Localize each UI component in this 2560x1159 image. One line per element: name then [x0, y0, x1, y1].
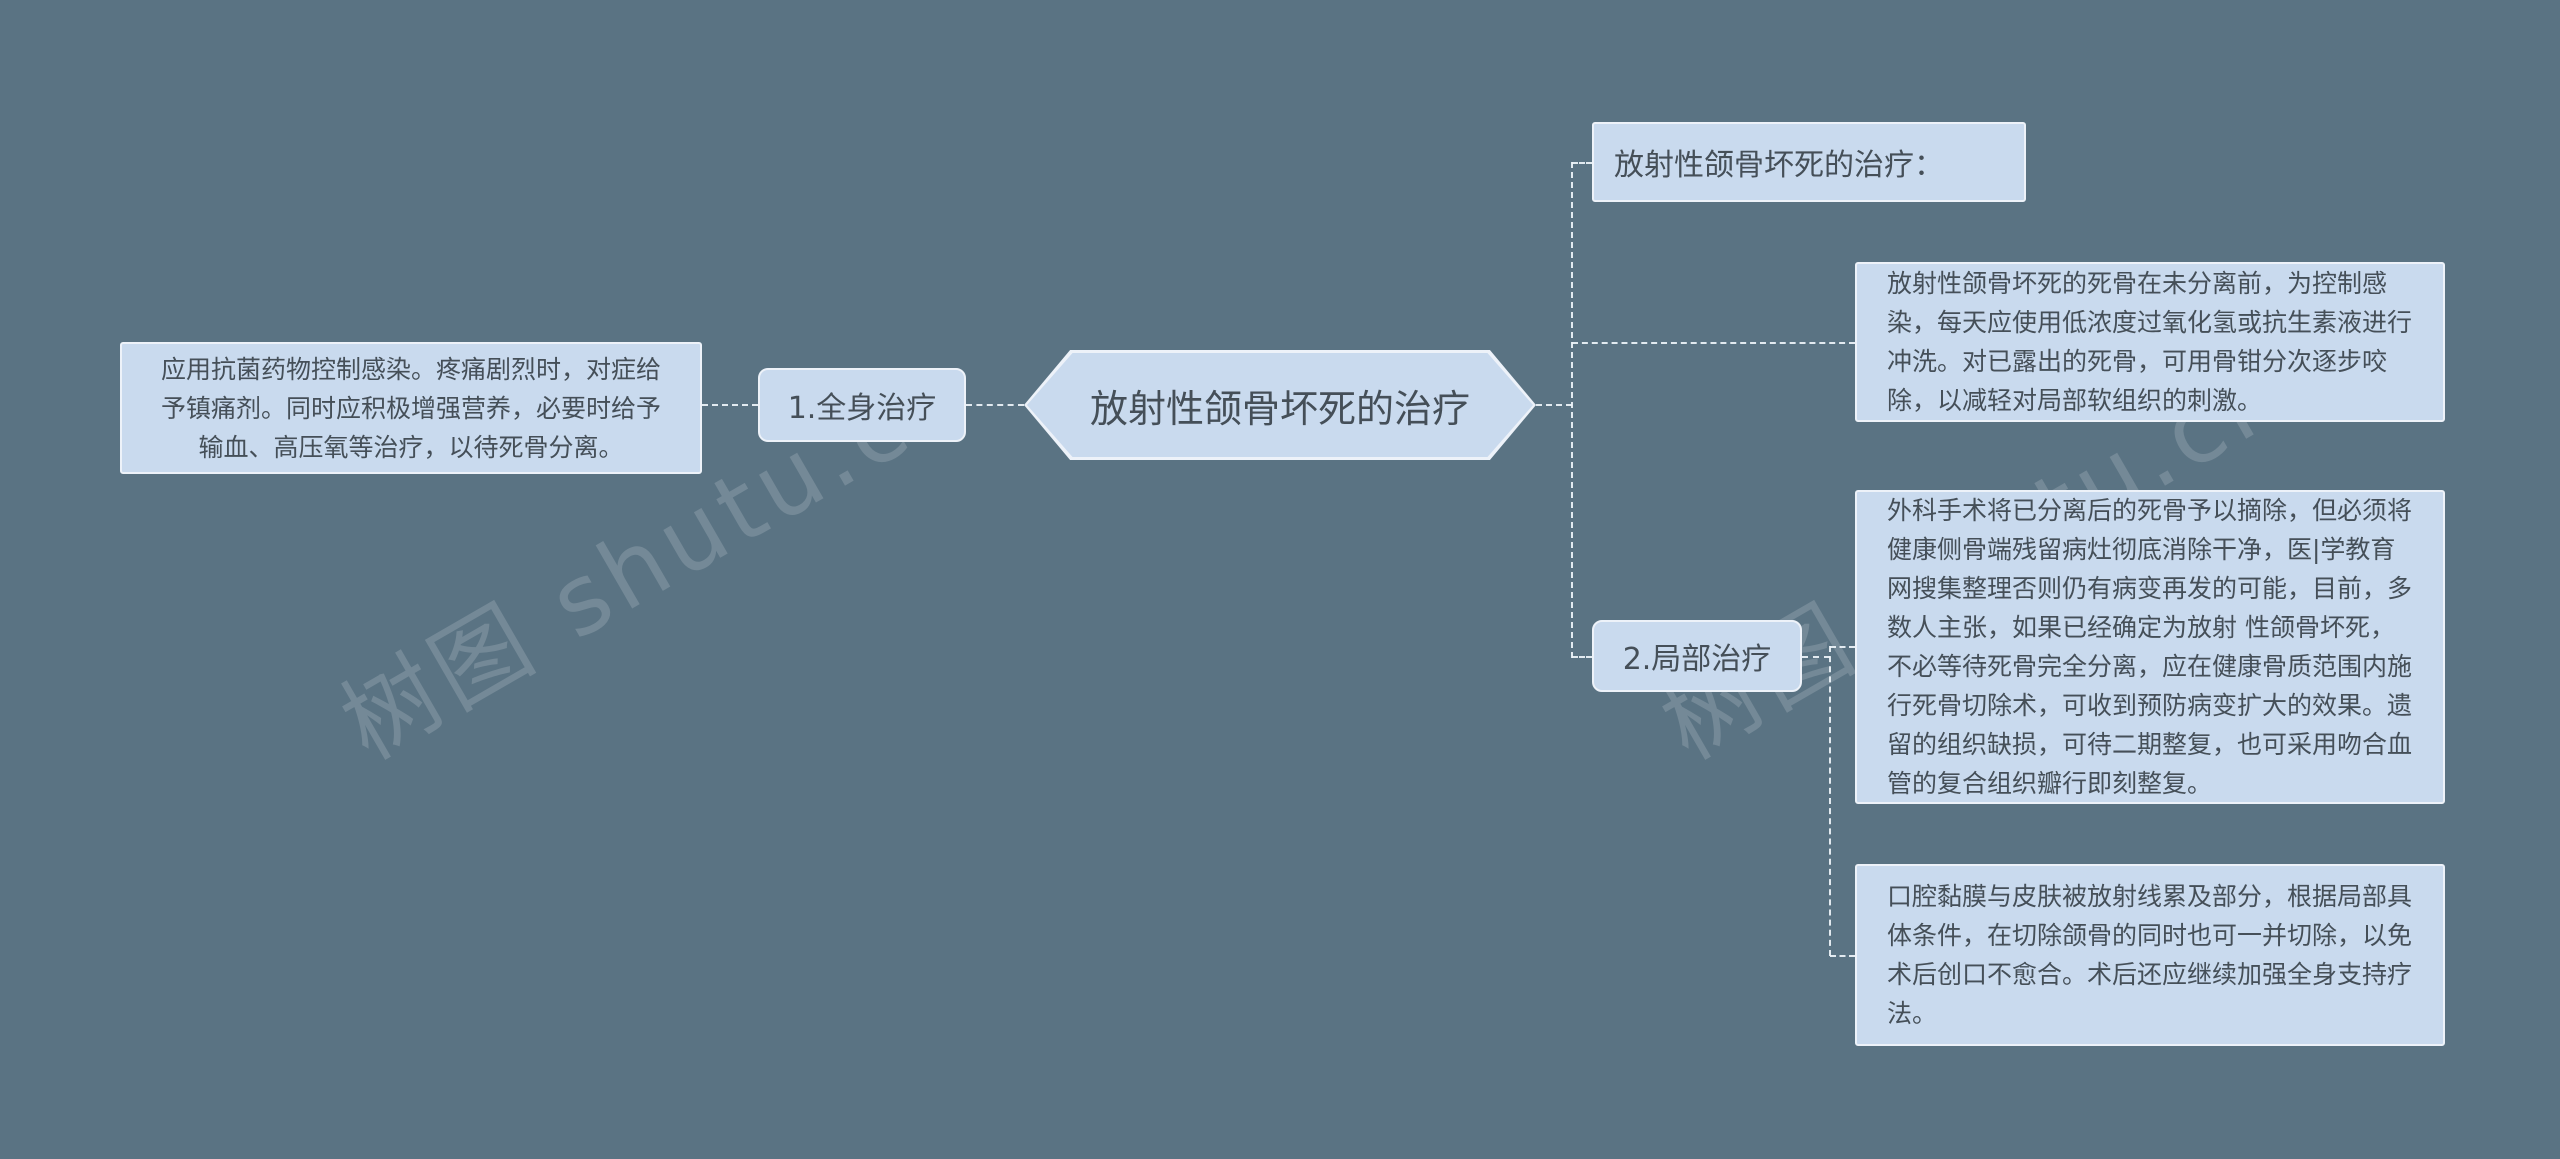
connector-spine-to-box1	[1572, 342, 1855, 344]
irrigation-detail-text: 放射性颌骨坏死的死骨在未分离前，为控制感染，每天应使用低浓度过氧化氢或抗生素液进…	[1887, 269, 2413, 415]
mucosa-skin-detail-box: 口腔黏膜与皮肤被放射线累及部分，根据局部具体条件，在切除颌骨的同时也可一并切除，…	[1855, 864, 2445, 1046]
connector-systemic-to-center	[966, 404, 1024, 406]
connector-spine-to-local	[1572, 656, 1592, 658]
center-topic-node-fill	[1027, 353, 1533, 457]
right-branch-header-text: 放射性颌骨坏死的治疗：	[1614, 148, 1944, 183]
systemic-treatment-detail-box: 应用抗菌药物控制感染。疼痛剧烈时，对症给予镇痛剂。同时应积极增强营养，必要时给予…	[120, 342, 702, 474]
connector-local-to-riser	[1802, 656, 1830, 658]
connector-center-to-spine	[1536, 404, 1572, 406]
node-local-treatment-label: 2.局部治疗	[1622, 642, 1772, 677]
connector-local-riser-vertical	[1829, 646, 1831, 956]
connector-right-spine	[1571, 162, 1573, 658]
node-local-treatment: 2.局部治疗	[1592, 620, 1802, 692]
connector-spine-to-header	[1572, 162, 1592, 164]
mucosa-skin-detail-text: 口腔黏膜与皮肤被放射线累及部分，根据局部具体条件，在切除颌骨的同时也可一并切除，…	[1887, 882, 2413, 1028]
node-systemic-treatment: 1.全身治疗	[758, 368, 966, 442]
right-branch-header-box: 放射性颌骨坏死的治疗：	[1592, 122, 2026, 202]
connector-leftdetail-to-systemic	[702, 404, 758, 406]
node-systemic-treatment-label: 1.全身治疗	[787, 391, 937, 426]
irrigation-detail-box: 放射性颌骨坏死的死骨在未分离前，为控制感染，每天应使用低浓度过氧化氢或抗生素液进…	[1855, 262, 2445, 422]
connector-riser-to-box2	[1830, 646, 1855, 648]
center-topic-node: 放射性颌骨坏死的治疗	[1024, 350, 1536, 460]
systemic-treatment-detail-text: 应用抗菌药物控制感染。疼痛剧烈时，对症给予镇痛剂。同时应积极增强营养，必要时给予…	[160, 354, 661, 462]
connector-riser-to-box3	[1830, 955, 1855, 957]
center-topic-label: 放射性颌骨坏死的治疗	[1089, 386, 1470, 431]
surgery-detail-text: 外科手术将已分离后的死骨予以摘除，但必须将健康侧骨端残留病灶彻底消除干净，医|学…	[1887, 496, 2413, 798]
surgery-detail-box: 外科手术将已分离后的死骨予以摘除，但必须将健康侧骨端残留病灶彻底消除干净，医|学…	[1855, 490, 2445, 804]
